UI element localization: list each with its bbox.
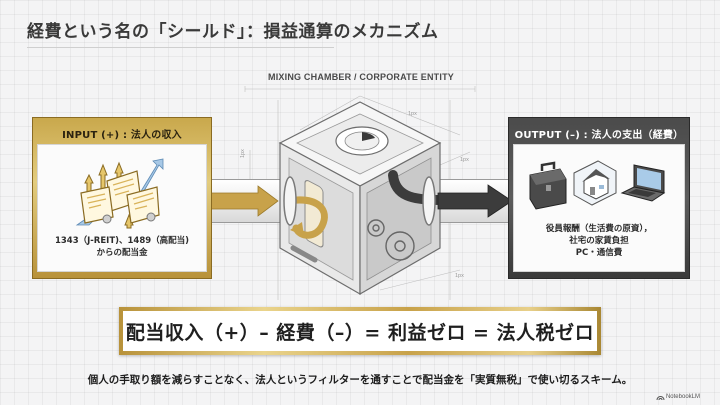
output-caption-line: 社宅の家賃負担 <box>569 236 629 246</box>
input-panel-body: 1343（J-REIT)、1489（高配当) からの配当金 <box>37 144 207 272</box>
output-panel: OUTPUT (–) : 法人の支出（経費） <box>508 117 690 279</box>
input-arrow <box>209 185 328 239</box>
equation-text: 配当収入（+）– 経費（–）= 利益ゼロ = 法人税ゼロ <box>123 311 597 351</box>
gauge-icon <box>335 126 389 156</box>
page-title: 経費という名の「シールド」：損益通算のメカニズム <box>27 22 439 42</box>
dividend-certificates-icon <box>75 158 164 229</box>
brand-name: NotebookLM <box>665 394 700 400</box>
dim-label: 1px <box>240 149 246 158</box>
output-panel-header: OUTPUT (–) : 法人の支出（経費） <box>514 129 684 141</box>
title-divider <box>27 47 334 48</box>
brand-watermark: NotebookLM <box>656 394 700 400</box>
house-icon <box>573 160 617 206</box>
dim-label: 1px <box>455 273 464 279</box>
output-caption-line: PC・通信費 <box>575 248 623 258</box>
input-panel-header: INPUT (+) : 法人の収入 <box>62 129 182 141</box>
notebooklm-logo-icon <box>656 395 665 400</box>
output-caption-line: 役員報酬（生活費の原資）， <box>545 224 653 234</box>
mixing-chamber-cube <box>278 101 442 296</box>
dim-label: 1px <box>408 111 417 117</box>
input-caption-line: 1343（J-REIT)、1489（高配当) <box>54 236 190 246</box>
dim-label: 1px <box>460 157 469 163</box>
output-arrow <box>388 170 513 218</box>
laptop-icon <box>620 164 666 202</box>
input-caption-line: からの配当金 <box>96 248 148 258</box>
output-caption: 役員報酬（生活費の原資）， 社宅の家賃負担 PC・通信費 <box>514 223 684 259</box>
output-panel-body: 役員報酬（生活費の原資）， 社宅の家賃負担 PC・通信費 <box>513 144 685 272</box>
input-panel: INPUT (+) : 法人の収入 <box>32 117 212 279</box>
gear-icon <box>367 219 415 261</box>
chamber-label: MIXING CHAMBER / CORPORATE ENTITY <box>268 72 454 82</box>
input-caption: 1343（J-REIT)、1489（高配当) からの配当金 <box>38 235 206 259</box>
footer-summary: 個人の手取り額を減らすことなく、法人というフィルターを通すことで配当金を「実質無… <box>87 374 633 386</box>
briefcase-icon <box>529 161 567 210</box>
equation-box: 配当収入（+）– 経費（–）= 利益ゼロ = 法人税ゼロ <box>119 307 601 355</box>
